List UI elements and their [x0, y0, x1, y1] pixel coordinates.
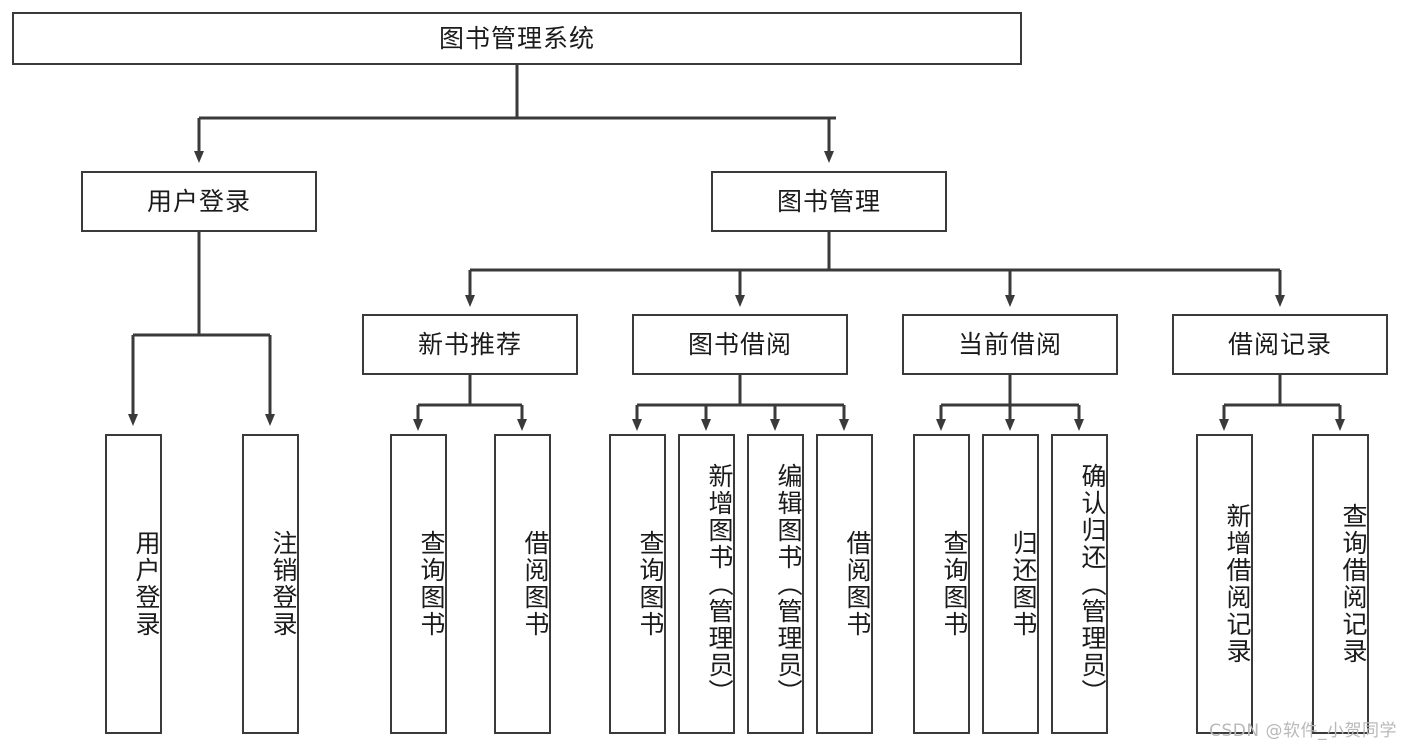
leaf-label: 新增图书（管理员）: [705, 462, 734, 706]
leaf-book-borrow-query[interactable]: 查询图书: [609, 434, 666, 734]
node-new-book-recommend-label: 新书推荐: [417, 329, 522, 359]
leaf-current-borrow-return[interactable]: 归还图书: [982, 434, 1039, 734]
leaf-book-borrow-borrow[interactable]: 借阅图书: [816, 434, 873, 734]
leaf-new-book-borrow[interactable]: 借阅图书: [494, 434, 551, 734]
leaf-label: 查询借阅记录: [1339, 503, 1368, 665]
node-book-borrow-label: 图书借阅: [687, 329, 792, 359]
leaf-label: 借阅图书: [843, 530, 872, 638]
leaf-label: 注销登录: [269, 530, 298, 638]
leaf-new-book-query[interactable]: 查询图书: [390, 434, 447, 734]
leaf-label: 查询图书: [940, 530, 969, 638]
leaf-label: 查询图书: [417, 530, 446, 638]
leaf-label: 借阅图书: [521, 530, 550, 638]
node-book-manage-label: 图书管理: [776, 186, 881, 216]
node-book-borrow[interactable]: 图书借阅: [632, 314, 848, 375]
node-user-login-label: 用户登录: [146, 186, 251, 216]
leaf-current-borrow-confirm[interactable]: 确认归还（管理员）: [1051, 434, 1108, 734]
node-new-book-recommend[interactable]: 新书推荐: [362, 314, 578, 375]
watermark: CSDN @软件_小贺同学: [1209, 721, 1397, 741]
node-book-manage[interactable]: 图书管理: [711, 171, 947, 232]
leaf-borrow-record-add[interactable]: 新增借阅记录: [1196, 434, 1253, 734]
node-root[interactable]: 图书管理系统: [12, 12, 1022, 65]
leaf-label: 编辑图书（管理员）: [774, 462, 803, 706]
node-borrow-record-label: 借阅记录: [1227, 329, 1332, 359]
leaf-label: 用户登录: [132, 530, 161, 638]
leaf-label: 查询图书: [636, 530, 665, 638]
node-current-borrow[interactable]: 当前借阅: [902, 314, 1118, 375]
leaf-user-login-logout[interactable]: 注销登录: [242, 434, 299, 734]
leaf-label: 新增借阅记录: [1223, 503, 1252, 665]
leaf-book-borrow-edit[interactable]: 编辑图书（管理员）: [747, 434, 804, 734]
leaf-user-login-login[interactable]: 用户登录: [105, 434, 162, 734]
leaf-borrow-record-query[interactable]: 查询借阅记录: [1312, 434, 1369, 734]
node-root-label: 图书管理系统: [438, 23, 595, 53]
leaf-label: 确认归还（管理员）: [1078, 462, 1107, 706]
node-borrow-record[interactable]: 借阅记录: [1172, 314, 1388, 375]
node-current-borrow-label: 当前借阅: [957, 329, 1062, 359]
node-user-login[interactable]: 用户登录: [81, 171, 317, 232]
leaf-current-borrow-query[interactable]: 查询图书: [913, 434, 970, 734]
leaf-label: 归还图书: [1009, 530, 1038, 638]
leaf-book-borrow-add[interactable]: 新增图书（管理员）: [678, 434, 735, 734]
